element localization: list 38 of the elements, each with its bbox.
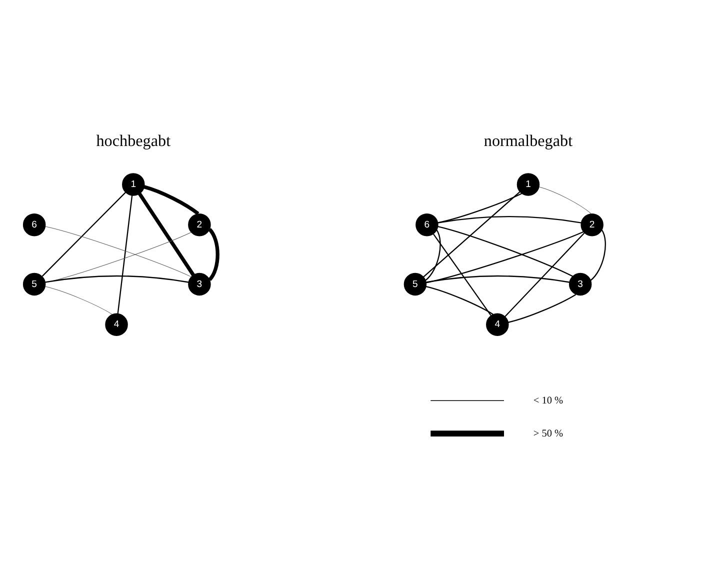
- connector: [504, 232, 585, 317]
- connector: [438, 215, 582, 223]
- connector: [45, 274, 189, 282]
- connector: [426, 285, 494, 314]
- connector: [42, 191, 126, 276]
- connector: [538, 186, 592, 214]
- connector: [438, 225, 573, 276]
- node-circle: 1: [122, 172, 145, 196]
- node-circle: 4: [486, 312, 509, 336]
- node-circle: 5: [22, 272, 46, 296]
- node-circle: 5: [404, 272, 427, 296]
- label: normalbegabt: [484, 132, 573, 150]
- connector: [426, 230, 584, 283]
- connector: [432, 233, 492, 316]
- node-circle: 2: [188, 212, 211, 236]
- connector: [44, 286, 112, 314]
- connector: [138, 192, 195, 276]
- node-circle: 6: [416, 212, 438, 236]
- legend-label: > 50 %: [533, 428, 564, 439]
- connector: [438, 192, 522, 223]
- connector: [144, 184, 200, 215]
- legend-label: < 10 %: [533, 394, 564, 406]
- connector: [45, 232, 192, 282]
- node-circle: 3: [568, 272, 592, 296]
- connector: [423, 191, 520, 277]
- connector: [590, 229, 606, 280]
- connector: [425, 229, 441, 280]
- label: hochbegabt: [96, 132, 171, 150]
- node-circle: 1: [516, 172, 540, 196]
- node-circle: 4: [105, 312, 128, 336]
- connector: [117, 194, 133, 314]
- connector: [508, 294, 576, 322]
- connector: [45, 226, 192, 277]
- node-circle: 3: [188, 272, 211, 296]
- node-circle: 6: [22, 212, 46, 236]
- node-circle: 2: [580, 212, 604, 236]
- connector: [426, 274, 570, 282]
- connector: [208, 228, 220, 280]
